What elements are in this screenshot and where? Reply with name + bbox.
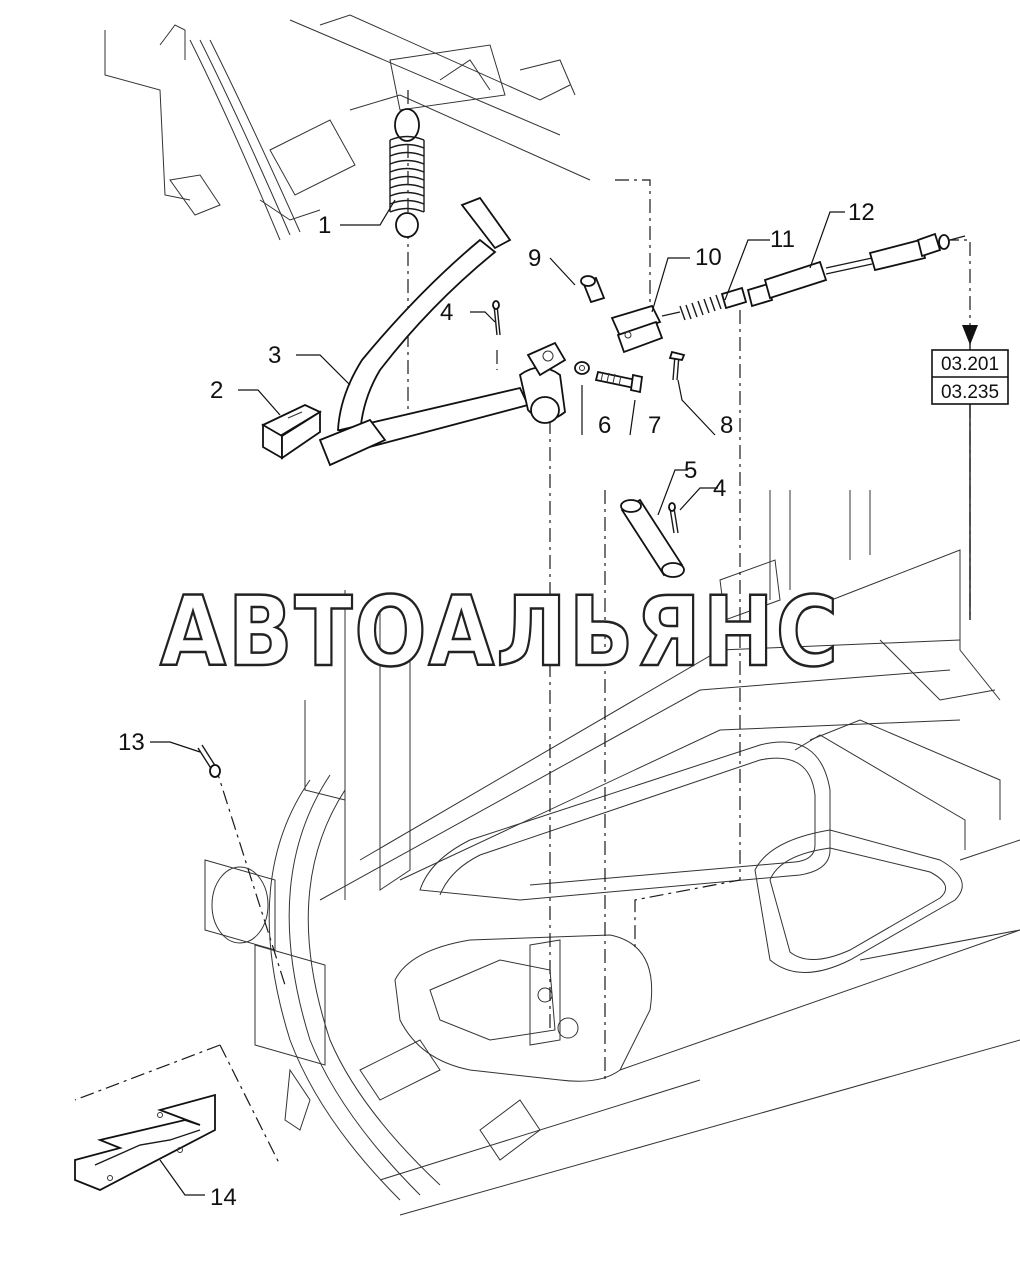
cab-structure-background — [104, 14, 1020, 1216]
callout-13: 13 — [118, 729, 145, 756]
mounting-plate-part — [74, 1093, 216, 1191]
clevis-pin-part — [580, 275, 606, 304]
callout-6: 6 — [598, 412, 611, 439]
callout-8: 8 — [720, 412, 733, 439]
callout-3: 3 — [268, 342, 281, 369]
leader-lines — [150, 199, 845, 1196]
pivot-pin-part — [620, 498, 685, 578]
return-spring-part — [389, 108, 425, 238]
reference-code-1: 03.201 — [941, 354, 999, 375]
rivet-part — [197, 744, 221, 778]
callout-1: 1 — [318, 212, 331, 239]
cotter-pin-lower-part — [668, 502, 679, 534]
callout-11: 11 — [770, 226, 795, 253]
callout-10: 10 — [695, 244, 722, 271]
pedal-pad-part — [261, 404, 322, 460]
split-pin-part — [668, 350, 686, 381]
callout-4-lower: 4 — [713, 475, 726, 502]
callout-labels: 1 2 3 4 9 10 11 12 6 7 8 5 4 13 14 — [118, 199, 875, 1211]
callout-5: 5 — [684, 457, 697, 484]
callout-2: 2 — [210, 377, 223, 404]
cotter-pin-upper-part — [492, 300, 501, 336]
callout-4-upper: 4 — [440, 299, 453, 326]
clevis-part — [610, 304, 664, 354]
bolt-part — [594, 370, 644, 394]
callout-12: 12 — [848, 199, 875, 226]
brake-pedal-part — [318, 196, 567, 467]
callout-9: 9 — [528, 245, 541, 272]
reference-code-2: 03.235 — [941, 382, 999, 403]
callout-14: 14 — [210, 1184, 237, 1211]
brake-cable-part — [746, 232, 966, 308]
nut-part — [574, 361, 590, 375]
reference-box: 03.201 03.235 — [931, 349, 1009, 405]
threaded-rod-part — [661, 286, 748, 321]
watermark-text: АВТОАЛЬЯНС — [160, 576, 840, 688]
callout-7: 7 — [648, 412, 661, 439]
